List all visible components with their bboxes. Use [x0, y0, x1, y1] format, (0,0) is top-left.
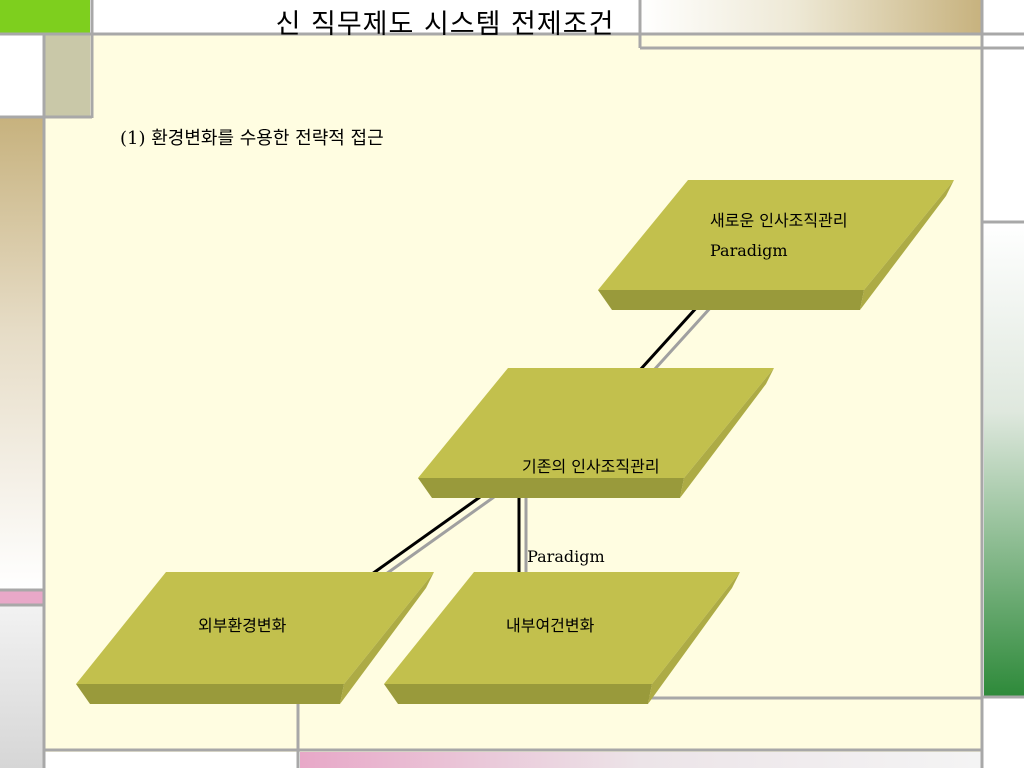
node-existing-paradigm-line2: Paradigm: [522, 547, 605, 566]
node-internal-change-label: 내부여건변화: [506, 616, 595, 635]
connector-internal-to-existing: [517, 497, 528, 574]
node-existing-paradigm-label: 기존의 인사조직관리 Paradigm: [522, 392, 660, 602]
node-external-change: [76, 572, 434, 704]
node-new-paradigm-line2: Paradigm: [710, 241, 788, 260]
connector-external-to-existing: [371, 495, 495, 576]
connector-existing-to-new: [638, 304, 714, 372]
slide-title: 신 직무제도 시스템 전제조건: [275, 9, 615, 40]
slide-subtitle: (1) 환경변화를 수용한 전략적 접근: [120, 128, 384, 149]
node-existing-paradigm: [418, 368, 774, 498]
node-existing-paradigm-line1: 기존의 인사조직관리: [522, 457, 660, 476]
node-internal-change: [384, 572, 740, 704]
node-new-paradigm: [598, 180, 954, 310]
node-external-change-label: 외부환경변화: [198, 616, 287, 635]
node-new-paradigm-line1: 새로운 인사조직관리: [710, 211, 848, 230]
node-new-paradigm-label: 새로운 인사조직관리 Paradigm: [710, 206, 848, 266]
